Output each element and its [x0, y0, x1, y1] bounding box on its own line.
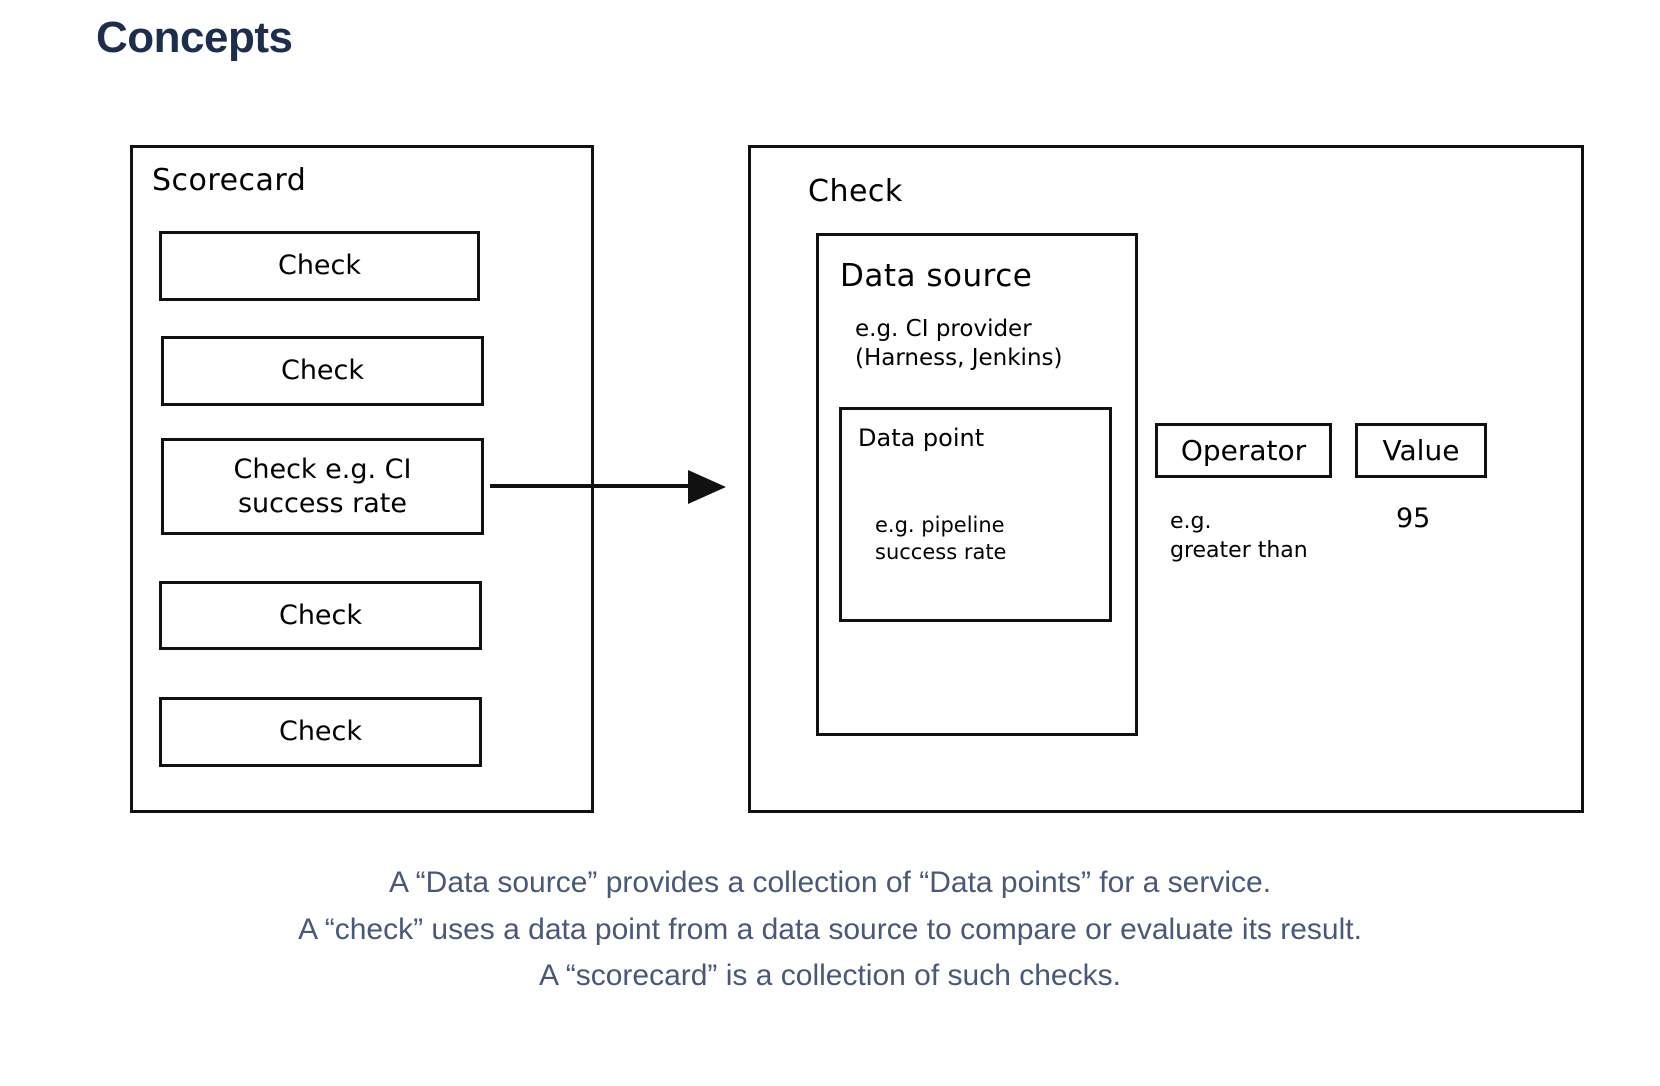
- scorecard-check-item-4[interactable]: Check: [159, 581, 482, 650]
- data-point-title: Data point: [858, 424, 985, 452]
- concepts-diagram: Scorecard Check Check Check e.g. CI succ…: [130, 145, 1584, 813]
- page-title: Concepts: [96, 13, 293, 62]
- data-point-example: e.g. pipeline success rate: [875, 513, 1007, 565]
- scorecard-check-item-5[interactable]: Check: [159, 697, 482, 767]
- data-source-example: e.g. CI provider (Harness, Jenkins): [855, 316, 1063, 372]
- data-point-container: [839, 407, 1112, 622]
- scorecard-check-item-3[interactable]: Check e.g. CI success rate: [161, 438, 484, 535]
- scorecard-check-item-1[interactable]: Check: [159, 231, 480, 301]
- caption-line-2: A “check” uses a data point from a data …: [298, 912, 1362, 946]
- caption-line-1: A “Data source” provides a collection of…: [388, 866, 1272, 899]
- value-box[interactable]: Value: [1355, 423, 1487, 478]
- caption: A “Data source” provides a collection of…: [0, 860, 1660, 1000]
- scorecard-to-check-arrow: [490, 470, 726, 504]
- scorecard-label: Scorecard: [152, 163, 307, 198]
- scorecard-check-item-2[interactable]: Check: [161, 336, 484, 406]
- operator-example: e.g. greater than: [1170, 509, 1308, 563]
- value-number: 95: [1396, 503, 1431, 534]
- operator-box[interactable]: Operator: [1155, 423, 1332, 478]
- check-label: Check: [808, 174, 903, 209]
- data-source-title: Data source: [840, 258, 1033, 294]
- caption-line-3: A “scorecard” is a collection of such ch…: [539, 959, 1121, 992]
